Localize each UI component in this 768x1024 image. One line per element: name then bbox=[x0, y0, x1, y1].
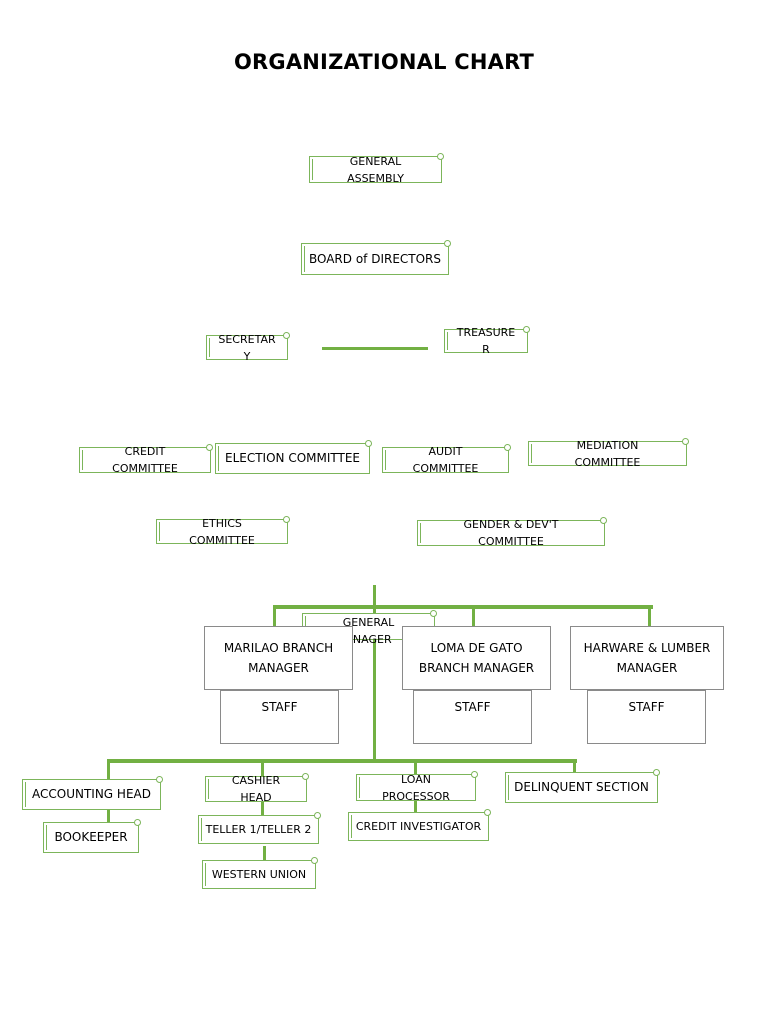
audit-committee-node: AUDIT COMMITTEE bbox=[382, 444, 511, 475]
teller-node: TELLER 1/TELLER 2 bbox=[198, 812, 321, 844]
branch-drop-hardware bbox=[648, 605, 651, 629]
credit-investigator-node: CREDIT INVESTIGATOR bbox=[348, 809, 491, 841]
accounting-head-node: ACCOUNTING HEAD bbox=[22, 776, 163, 810]
branch-drop-loma bbox=[472, 605, 475, 629]
marilao-branch-manager-box: MARILAO BRANCH MANAGER bbox=[204, 626, 353, 690]
dept-drop-cashier bbox=[261, 759, 264, 779]
hardware-staff-box: STAFF bbox=[587, 690, 706, 744]
dept-drop-loan bbox=[414, 759, 417, 776]
western-union-node: WESTERN UNION bbox=[202, 857, 318, 889]
bookkeeper-node: BOOKEEPER bbox=[43, 819, 141, 853]
loma-de-gato-branch-manager-box: LOMA DE GATO BRANCH MANAGER bbox=[402, 626, 551, 690]
mediation-committee-node: MEDIATION COMMITTEE bbox=[528, 438, 689, 469]
election-committee-node: ELECTION COMMITTEE bbox=[215, 440, 372, 474]
board-of-directors-node: BOARD of DIRECTORS bbox=[301, 240, 451, 275]
dept-drop-accounting bbox=[107, 759, 110, 781]
cashier-head-node: CASHIER HEAD bbox=[205, 773, 309, 804]
loma-staff-box: STAFF bbox=[413, 690, 532, 744]
department-bus bbox=[107, 759, 577, 763]
cashier-teller-connector bbox=[261, 800, 264, 816]
hardware-lumber-manager-box: HARWARE & LUMBER MANAGER bbox=[570, 626, 724, 690]
credit-committee-node: CREDIT COMMITTEE bbox=[79, 444, 213, 475]
marilao-staff-box: STAFF bbox=[220, 690, 339, 744]
dept-drop-delinquent bbox=[573, 759, 576, 777]
secretary-node: SECRETAR Y bbox=[206, 332, 290, 363]
treasurer-node: TREASURE R bbox=[444, 326, 530, 356]
page-title: ORGANIZATIONAL CHART bbox=[233, 50, 535, 74]
teller-western-union-connector bbox=[263, 846, 266, 862]
branch-drop-marilao bbox=[273, 605, 276, 629]
secretary-treasurer-connector bbox=[322, 347, 428, 350]
accounting-bookkeeper-connector bbox=[107, 808, 110, 824]
delinquent-section-node: DELINQUENT SECTION bbox=[505, 769, 660, 803]
general-manager-trunk bbox=[373, 585, 376, 763]
general-assembly-node: GENERAL ASSEMBLY bbox=[309, 153, 444, 185]
loan-investigator-connector bbox=[414, 800, 417, 814]
ethics-committee-node: ETHICS COMMITTEE bbox=[156, 516, 290, 547]
branch-manager-bus bbox=[273, 605, 653, 609]
loan-processor-node: LOAN PROCESSOR bbox=[356, 771, 478, 803]
gender-dev-committee-node: GENDER & DEV'T COMMITTEE bbox=[417, 517, 607, 548]
